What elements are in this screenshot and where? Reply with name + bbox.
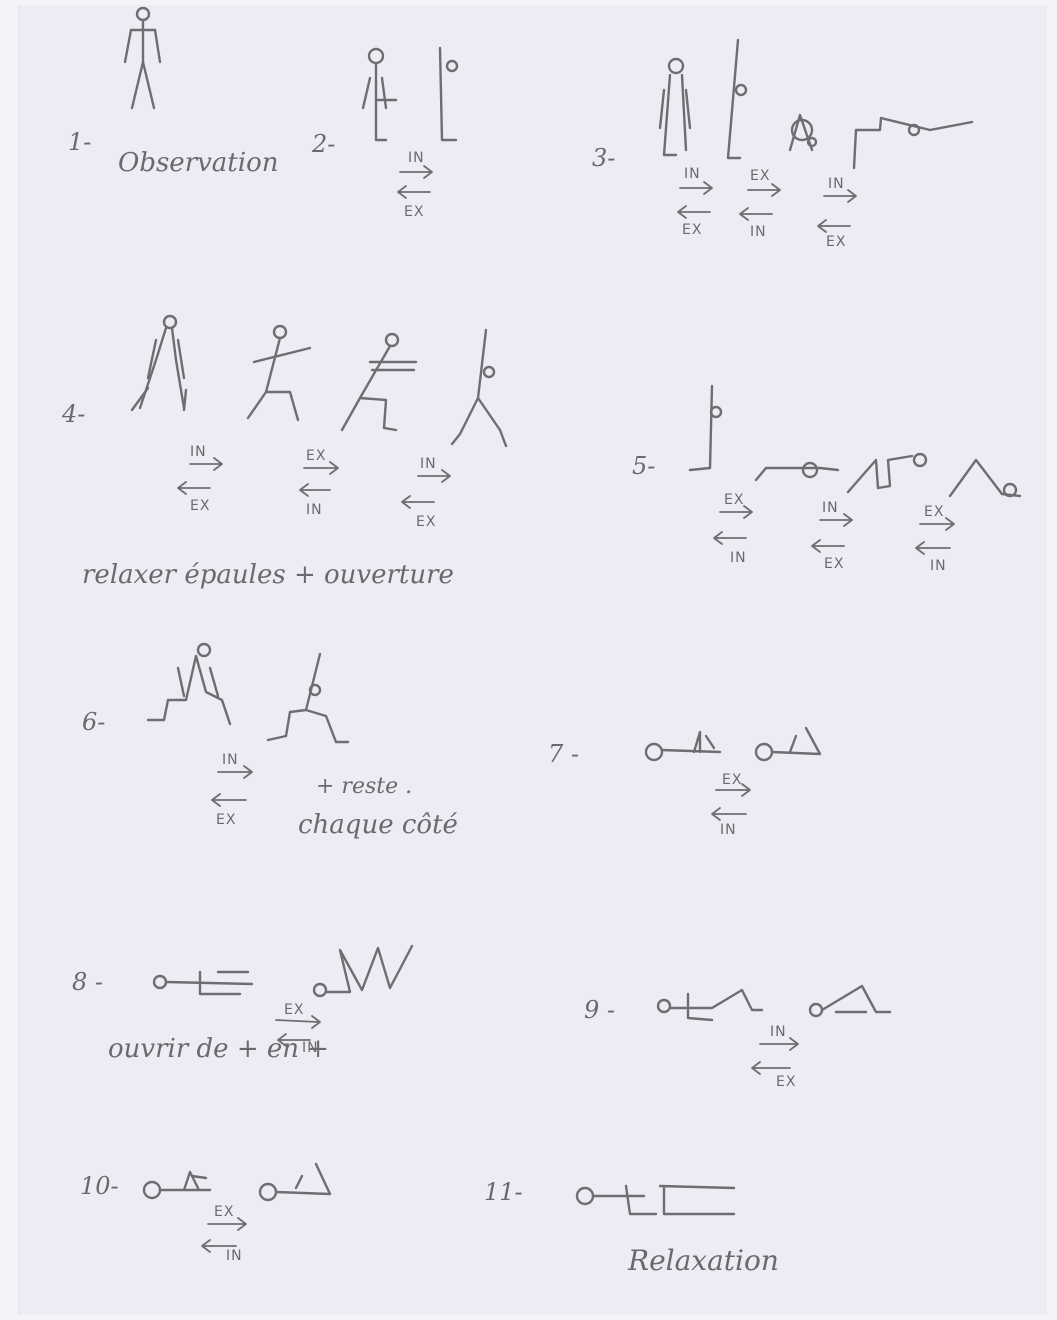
pose-9-figures	[656, 984, 892, 1022]
section-1-caption: Observation	[118, 148, 279, 178]
section-10-breath-in: IN	[226, 1248, 243, 1264]
section-3-breath-1-top: IN	[684, 166, 701, 182]
section-4-breath-3-bottom: EX	[416, 514, 437, 530]
section-3-number: 3-	[592, 144, 616, 172]
section-8-number: 8 -	[72, 968, 104, 996]
section-2-breath-in: IN	[408, 150, 425, 166]
section-4-number: 4-	[62, 400, 86, 428]
pose-2-figures	[361, 46, 459, 142]
pose-5-figures	[688, 384, 1022, 498]
pose-10-figures	[142, 1162, 332, 1202]
section-6-breath-in: IN	[222, 752, 239, 768]
section-5-breath-1-bottom: IN	[730, 550, 747, 566]
section-6-note-reste: + reste .	[316, 774, 413, 799]
pose-3-figures	[658, 38, 974, 170]
section-3-breath-2-top: EX	[750, 168, 771, 184]
section-5-breath-3-top: EX	[924, 504, 945, 520]
section-8-caption: ouvrir de + en +	[108, 1034, 330, 1064]
section-5-breath-3-bottom: IN	[930, 558, 947, 574]
section-11-caption: Relaxation	[628, 1244, 779, 1277]
section-4-breath-1-bottom: EX	[190, 498, 211, 514]
section-6-note-side: chaque côté	[298, 810, 458, 840]
section-5-breath-2-top: IN	[822, 500, 839, 516]
section-10-breath-ex: EX	[214, 1204, 235, 1220]
section-3-breath-2-bottom: IN	[750, 224, 767, 240]
pose-8-figures	[152, 944, 414, 998]
section-2-breath-ex: EX	[404, 204, 425, 220]
section-2-number: 2-	[312, 130, 336, 158]
section-4-breath-2-top: EX	[306, 448, 327, 464]
section-3-breath-1-bottom: EX	[682, 222, 703, 238]
section-3-breath-3-top: IN	[828, 176, 845, 192]
section-9-breath-in: IN	[770, 1024, 787, 1040]
section-6-number: 6-	[82, 708, 106, 736]
pose-7-figures	[644, 726, 822, 762]
breath-arrows	[177, 165, 955, 1253]
section-4-breath-2-bottom: IN	[306, 502, 323, 518]
section-7-breath-ex: EX	[722, 772, 743, 788]
pose-11-figure	[575, 1184, 736, 1216]
section-4-breath-3-top: IN	[420, 456, 437, 472]
section-9-breath-ex: EX	[776, 1074, 797, 1090]
section-5-breath-1-top: EX	[724, 492, 745, 508]
section-8-breath-in: IN	[302, 1040, 319, 1056]
section-8-breath-ex: EX	[284, 1002, 305, 1018]
section-10-number: 10-	[80, 1172, 119, 1200]
section-5-number: 5-	[632, 452, 656, 480]
section-7-number: 7 -	[548, 740, 580, 768]
section-7-breath-in: IN	[720, 822, 737, 838]
pose-6-figures	[146, 642, 350, 744]
section-9-number: 9 -	[584, 996, 616, 1024]
section-5-breath-2-bottom: EX	[824, 556, 845, 572]
section-1-number: 1-	[68, 128, 92, 156]
section-4-caption: relaxer épaules + ouverture	[82, 560, 454, 590]
section-3-breath-3-bottom: EX	[826, 234, 847, 250]
pose-4-figures	[130, 314, 508, 448]
section-4-breath-1-top: IN	[190, 444, 207, 460]
pose-1-standing-figure	[123, 6, 162, 110]
paper-sheet	[18, 5, 1047, 1315]
section-6-breath-ex: EX	[216, 812, 237, 828]
section-11-number: 11-	[484, 1178, 523, 1206]
